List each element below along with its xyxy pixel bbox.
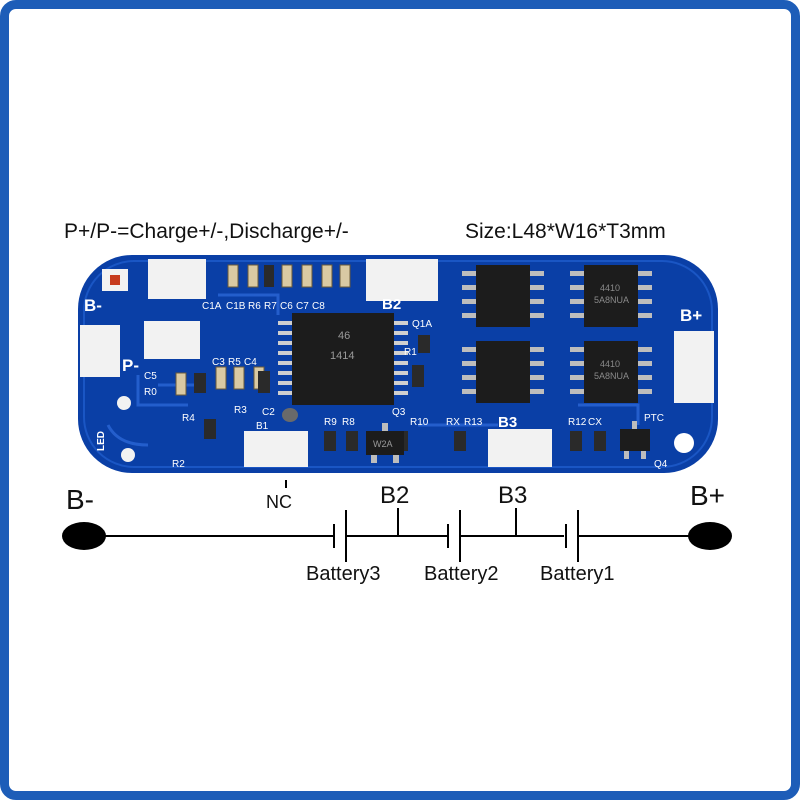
silk-c1b: C1B [226, 301, 246, 312]
silk-c3: C3 [212, 357, 225, 368]
silk-c2: C2 [262, 407, 275, 418]
mosfet-3: 4410 5A8NUA [570, 265, 652, 327]
mosfet-1 [462, 265, 544, 327]
silk-b-minus: B- [84, 296, 102, 315]
silk-b2: B2 [382, 296, 401, 313]
pad-b2 [366, 259, 438, 301]
silk-r3: R3 [234, 405, 247, 416]
led-pad-2 [121, 448, 135, 462]
pad-p-plus [144, 321, 200, 359]
silk-cx: CX [588, 417, 602, 428]
silk-q1a: Q1A [412, 319, 432, 330]
board-size-note: Size:L48*W16*T3mm [465, 220, 666, 243]
b-minus-label: B- [66, 484, 94, 515]
silk-r4: R4 [182, 413, 195, 424]
led-pad-1 [117, 396, 131, 410]
b-plus-label: B+ [690, 480, 726, 511]
mosfets: 4410 5A8NUA 4410 5A8NUA [462, 265, 652, 403]
pads [80, 259, 714, 467]
ic-marking-2: 1414 [330, 350, 354, 362]
b-plus-terminal-dot [688, 522, 732, 550]
pad-p-plus-top [148, 259, 206, 299]
silk-r2: R2 [172, 459, 185, 470]
silk-r0: R0 [144, 387, 157, 398]
silk-c5: C5 [144, 371, 157, 382]
silk-r6: R6 [248, 301, 261, 312]
silk-c8: C8 [312, 301, 325, 312]
silk-r13: R13 [464, 417, 483, 428]
silk-c1a: C1A [202, 301, 222, 312]
mosfet-4: 4410 5A8NUA [570, 341, 652, 403]
battery-wiring-diagram [62, 480, 732, 562]
silk-p-minus: P- [122, 356, 139, 375]
silk-q4: Q4 [654, 459, 668, 470]
b2-label: B2 [380, 482, 410, 509]
b3-label: B3 [498, 482, 528, 509]
nc-label: NC [266, 492, 292, 512]
charge-discharge-note: P+/P-=Charge+/-,Discharge+/- [64, 220, 349, 243]
silk-r1: R1 [404, 347, 417, 358]
silk-b1: B1 [256, 421, 269, 432]
bms-board: 46 1414 4410 5A8NUA 4410 5A8NUA [78, 255, 718, 473]
c2-capacitor [282, 408, 298, 422]
silk-led: LED [96, 431, 107, 451]
mosfet-marking-2b: 5A8NUA [594, 371, 629, 381]
silk-q3: Q3 [392, 407, 406, 418]
mounting-hole [674, 433, 694, 453]
silk-c4: C4 [244, 357, 257, 368]
silk-r12: R12 [568, 417, 587, 428]
pad-b3 [488, 429, 552, 467]
silk-b-plus: B+ [680, 306, 702, 325]
battery1-label: Battery1 [540, 563, 615, 585]
battery2-label: Battery2 [424, 563, 499, 585]
silk-c7: C7 [296, 301, 309, 312]
battery3-label: Battery3 [306, 563, 381, 585]
silk-r5: R5 [228, 357, 241, 368]
mosfet-2 [462, 341, 544, 403]
pad-p-minus [80, 325, 120, 377]
protection-ic: 46 1414 [278, 313, 408, 405]
pad-b1 [244, 431, 308, 467]
pad-b-plus [674, 331, 714, 403]
q3-marking: W2A [373, 439, 393, 449]
silk-r10: R10 [410, 417, 429, 428]
silk-ptc: PTC [644, 413, 664, 424]
silk-c6: C6 [280, 301, 293, 312]
silk-b3: B3 [498, 414, 517, 431]
silk-r8: R8 [342, 417, 355, 428]
mosfet-marking-1b: 4410 [600, 359, 620, 369]
mosfet-marking-2: 5A8NUA [594, 295, 629, 305]
silk-r7: R7 [264, 301, 277, 312]
b-minus-terminal-dot [62, 522, 106, 550]
smd-components [175, 264, 606, 451]
silk-r9: R9 [324, 417, 337, 428]
ic-marking-1: 46 [338, 330, 350, 342]
q4-transistor [620, 421, 650, 459]
mosfet-marking-1: 4410 [600, 283, 620, 293]
silk-rx: RX [446, 417, 460, 428]
q3-transistor: W2A [366, 423, 404, 463]
